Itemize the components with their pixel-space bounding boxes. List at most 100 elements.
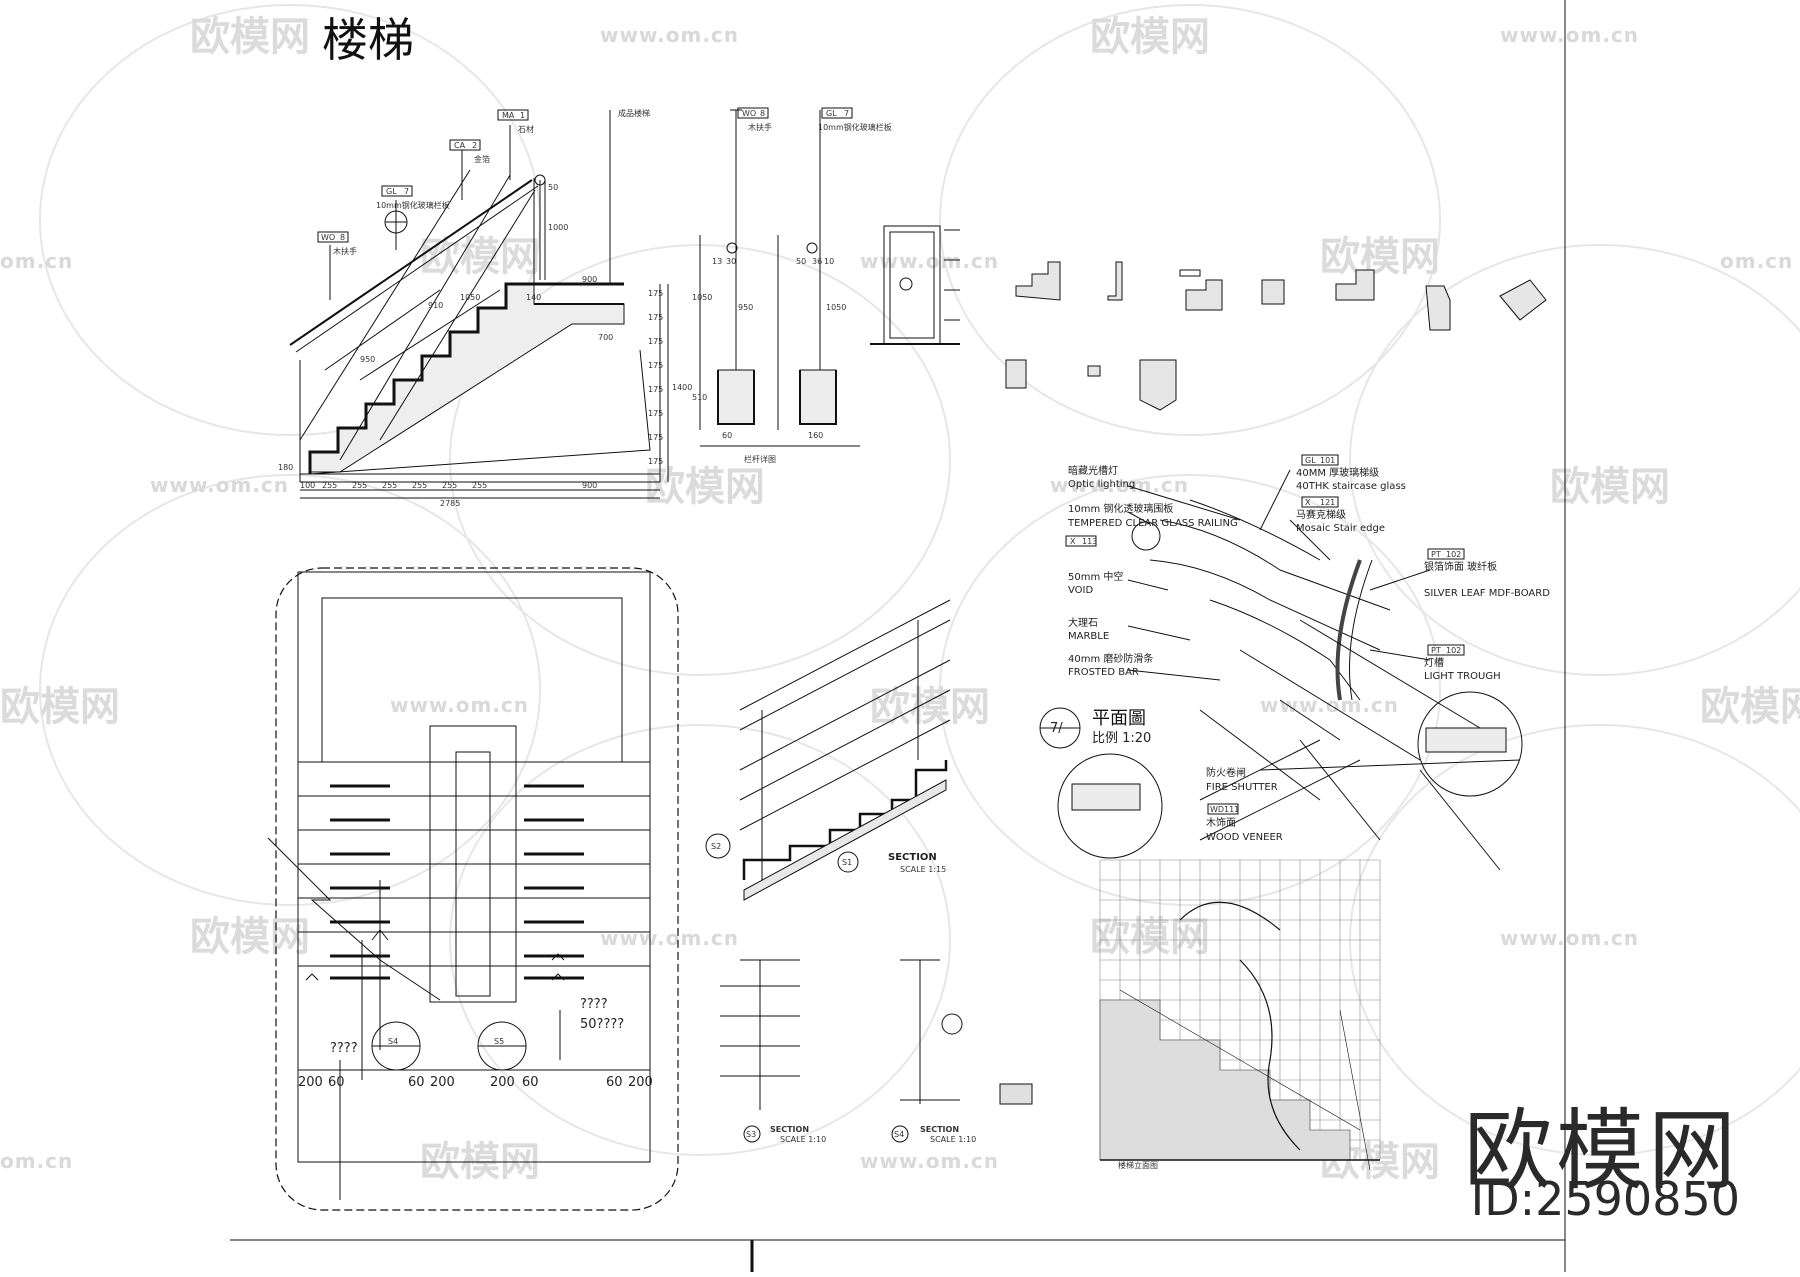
sheet-frame <box>230 0 1566 1272</box>
tag-x121: X <box>1305 498 1311 507</box>
section-title: SECTION <box>888 852 937 863</box>
dim-bottom: 255 <box>322 481 337 490</box>
dim-right: 175 <box>648 361 663 370</box>
rail-tag-gl: GL <box>826 109 837 118</box>
tag-wo-num: 8 <box>340 233 345 242</box>
dim-misc: 140 <box>526 293 541 302</box>
section-mark: S2 <box>711 842 721 851</box>
rail-dim: 13 <box>712 257 722 266</box>
watermark-logo: 欧模网 <box>0 684 120 730</box>
note-pt102-en: SILVER LEAF MDF-BOARD <box>1424 588 1550 599</box>
tag-gl101: GL <box>1305 456 1316 465</box>
dim-misc: 50 <box>548 183 558 192</box>
rail-dim: 10 <box>824 257 834 266</box>
watermark-logo: 欧模网 <box>190 914 310 960</box>
stair-section-drawing <box>289 109 669 499</box>
plan-dim: 200 <box>628 1075 653 1090</box>
note-wood-cn: 木饰面 <box>1206 816 1236 829</box>
section-mark: S1 <box>842 858 852 867</box>
dim-bottom: 255 <box>442 481 457 490</box>
section-scale: SCALE 1:15 <box>900 865 946 874</box>
rail-detail-labels: WO 8 木扶手 GL 7 10mm钢化玻璃栏板 1050 950 1050 5… <box>692 109 892 464</box>
tag-wo: WO <box>321 233 335 242</box>
plan-dim: 60 <box>328 1075 345 1090</box>
plan-dim: 200 <box>430 1075 455 1090</box>
plan-marker-s4: S4 <box>388 1037 398 1046</box>
tag-pt102-num: 102 <box>1446 550 1461 559</box>
rail-tag-wo-num: 8 <box>760 109 765 118</box>
plan-dim: 200 <box>298 1075 323 1090</box>
watermark-url: www.om.cn <box>600 926 739 950</box>
rail-dim: 36 <box>812 257 822 266</box>
brand-name: 欧模网 <box>1463 1099 1740 1202</box>
watermark-url: www.om.cn <box>860 1149 999 1173</box>
note-pt102b-cn: 灯槽 <box>1424 656 1444 669</box>
dim-bottom: 255 <box>472 481 487 490</box>
dim-right: 175 <box>648 409 663 418</box>
tag-ma-num: 1 <box>520 111 525 120</box>
note-optic-en: Optic lighting <box>1068 479 1135 490</box>
rail-tag-gl-num: 7 <box>844 109 849 118</box>
tag-pt102b: PT <box>1431 646 1441 655</box>
watermark-url: www.om.cn <box>860 249 999 273</box>
dim-right: 175 <box>648 457 663 466</box>
curved-rail-detail <box>1039 454 1523 871</box>
plan-scale: 比例 1:20 <box>1092 731 1151 746</box>
watermark-url: www.om.cn <box>150 473 289 497</box>
note-fire-en: FIRE SHUTTER <box>1206 782 1278 793</box>
elevation-caption: 楼梯立面图 <box>1118 1160 1158 1170</box>
watermark-logo: 欧模网 <box>1320 234 1440 280</box>
note-frosted-cn: 40mm 磨砂防滑条 <box>1068 652 1153 665</box>
tag-ma: MA <box>502 111 515 120</box>
watermark-url: om.cn <box>0 1149 73 1173</box>
stair-elevation-labels: 楼梯立面图 <box>1118 1160 1158 1170</box>
plan-marker-s5: S5 <box>494 1037 504 1046</box>
section-main-labels: S2 S1 SECTION SCALE 1:15 <box>711 842 946 874</box>
note-x121-cn: 马赛克梯级 <box>1296 508 1346 521</box>
section-main-drawing <box>705 599 951 901</box>
note-marble-en: MARBLE <box>1068 631 1109 642</box>
stair-plan-drawing <box>267 567 679 1211</box>
tag-wd111-num: 111 <box>1224 805 1239 814</box>
watermark-logo: 欧模网 <box>1090 14 1210 60</box>
rail-tag-gl-text: 10mm钢化玻璃栏板 <box>818 122 892 132</box>
tag-marble: X <box>1070 537 1076 546</box>
watermark-logo: 欧模网 <box>1090 914 1210 960</box>
watermark-url: www.om.cn <box>1260 693 1399 717</box>
brand-id: ID:2590850 <box>1470 1172 1740 1226</box>
tag-ca-num: 2 <box>472 141 477 150</box>
watermark-logo: 欧模网 <box>420 234 540 280</box>
rail-dim: 1050 <box>692 293 712 302</box>
dim-misc: 1400 <box>672 383 692 392</box>
dim-bottom: 255 <box>352 481 367 490</box>
note-gl101-cn: 40MM 厚玻璃梯级 <box>1296 466 1379 479</box>
rail-dim: 60 <box>722 431 732 440</box>
note-gl101-en: 40THK staircase glass <box>1296 481 1406 492</box>
rail-caption: 栏杆详图 <box>744 454 776 464</box>
note-finished-stair: 成品楼梯 <box>618 108 650 118</box>
tag-ca: CA <box>454 141 466 150</box>
tag-gl-num: 7 <box>404 187 409 196</box>
dim-right: 175 <box>648 433 663 442</box>
watermark-url: www.om.cn <box>600 23 739 47</box>
note-fire-cn: 防火卷闸 <box>1206 766 1246 779</box>
dim-right: 175 <box>648 337 663 346</box>
watermark-url: www.om.cn <box>1500 23 1639 47</box>
dim-misc: 1050 <box>460 293 480 302</box>
section-s3-scale: SCALE 1:10 <box>780 1135 826 1144</box>
section-s4-mark: S4 <box>894 1130 904 1139</box>
rail-dim: 30 <box>726 257 736 266</box>
tag-pt102b-num: 102 <box>1446 646 1461 655</box>
note-wood-en: WOOD VENEER <box>1206 832 1283 843</box>
tag-ca-text: 金箔 <box>474 154 490 164</box>
plan-note: ???? <box>330 1041 358 1056</box>
plan-dim: 60 <box>408 1075 425 1090</box>
note-optic-cn: 暗藏光槽灯 <box>1068 464 1118 477</box>
small-sections-labels: SECTION SCALE 1:10 S3 SECTION SCALE 1:10… <box>746 1125 976 1144</box>
note-pt102b-en: LIGHT TROUGH <box>1424 671 1501 682</box>
section-s4-title: SECTION <box>920 1125 959 1134</box>
plan-dim: 200 <box>490 1075 515 1090</box>
tag-gl-text: 10mm钢化玻璃栏板 <box>376 200 450 210</box>
